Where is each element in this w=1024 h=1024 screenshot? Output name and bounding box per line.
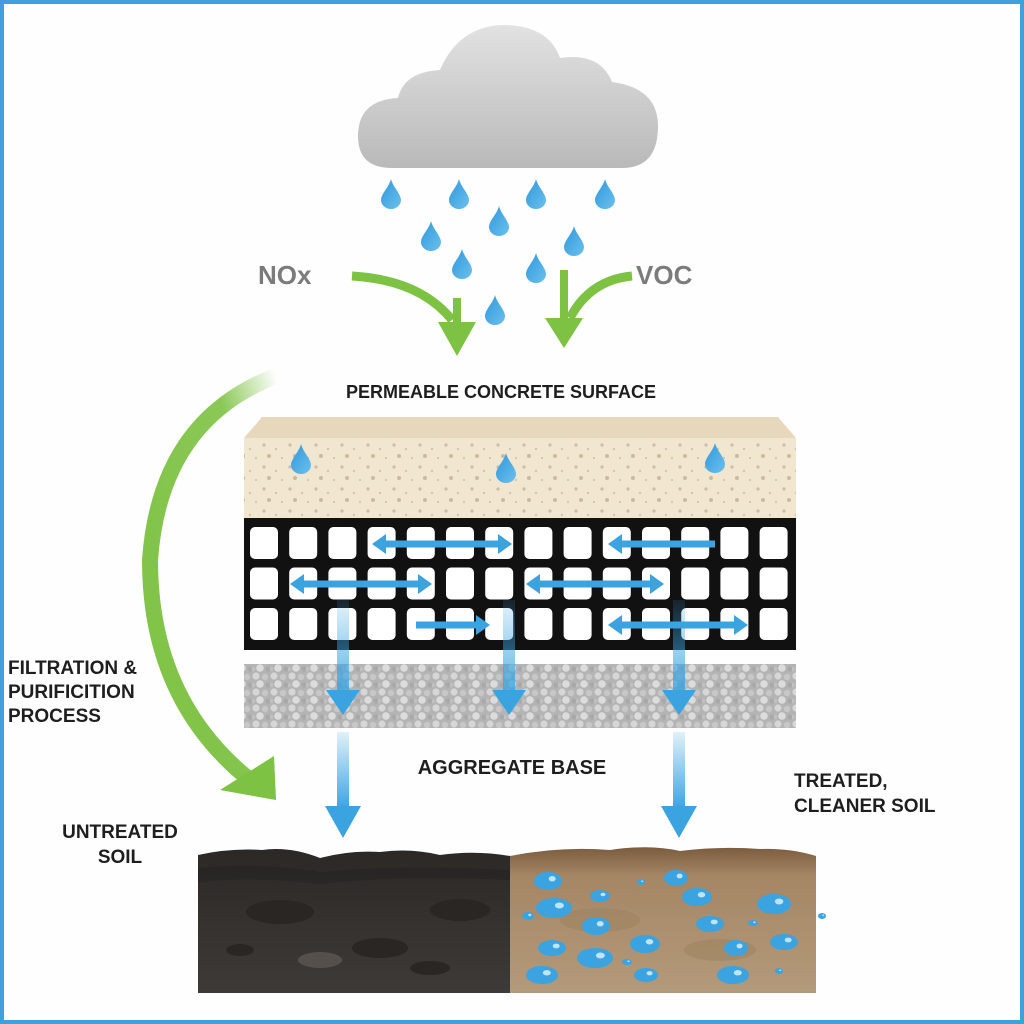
flow-arrow-icon: [372, 534, 512, 554]
flow-arrow-icon: [416, 615, 490, 635]
water-bubble: [757, 894, 791, 914]
water-drop-icon: [526, 179, 546, 209]
down-arrow-icon: [492, 600, 526, 715]
treated-soil-block: [510, 847, 826, 993]
rain-cloud-icon: [358, 24, 658, 168]
filtration-process-arrow-icon: [141, 368, 279, 800]
water-bubble: [590, 890, 610, 902]
grid-cell: [250, 608, 278, 640]
treated-label-line1: TREATED,: [794, 771, 888, 792]
grid-cell: [367, 608, 396, 640]
water-bubble: [630, 935, 660, 953]
grid-cell: [250, 527, 278, 559]
surface-label: PERMEABLE CONCRETE SURFACE: [346, 382, 656, 402]
grid-cell: [328, 527, 357, 559]
water-bubble: [534, 872, 562, 890]
water-bubble: [696, 916, 724, 932]
untreated-label-line1: UNTREATED: [62, 822, 178, 843]
flow-arrow-icon: [290, 574, 432, 594]
process-label-line3: PROCESS: [8, 706, 101, 727]
grid-cell: [250, 567, 278, 600]
water-bubble: [682, 888, 712, 906]
grid-cell: [759, 567, 788, 600]
permeable-concrete-layer: [244, 417, 796, 518]
voc-arrow-icon: [545, 270, 633, 348]
grid-cell: [485, 567, 514, 600]
water-bubble: [724, 940, 748, 956]
water-bubble: [577, 948, 613, 968]
grid-cell: [289, 527, 318, 559]
water-bubble: [622, 959, 632, 965]
grid-cell: [759, 608, 788, 640]
water-bubble: [770, 934, 798, 950]
water-bubble: [818, 913, 826, 919]
water-bubble: [634, 968, 658, 982]
untreated-label-line2: SOIL: [98, 847, 143, 868]
water-drop-icon: [526, 253, 546, 283]
water-drop-icon: [449, 179, 469, 209]
water-bubble: [538, 940, 566, 956]
water-bubble: [536, 898, 572, 918]
water-drop-icon: [564, 226, 584, 256]
grid-cell: [289, 608, 318, 640]
process-label-line2: PURIFICITION: [8, 682, 135, 703]
grid-cell: [681, 567, 710, 600]
treated-label-line2: CLEANER SOIL: [794, 796, 936, 817]
down-arrow-icon: [661, 732, 697, 838]
water-drop-icon: [485, 295, 505, 325]
water-bubbles: [522, 870, 826, 984]
down-arrow-icon: [325, 732, 361, 838]
grid-cell: [524, 608, 553, 640]
grid-cell: [524, 527, 553, 559]
water-bubble: [637, 879, 645, 885]
down-arrow-icon: [662, 600, 696, 715]
process-label-line1: FILTRATION &: [8, 658, 137, 679]
water-bubble: [522, 912, 534, 920]
water-bubble: [717, 966, 749, 984]
nox-label: NOx: [258, 260, 312, 290]
grid-cell: [446, 567, 474, 600]
flow-arrow-icon: [526, 574, 664, 594]
water-drop-icon: [489, 206, 509, 236]
vertical-flow-arrows: [325, 600, 697, 838]
water-bubble: [664, 870, 688, 886]
flow-arrow-icon: [608, 534, 715, 554]
grid-cell: [759, 527, 788, 559]
water-drop-icon: [595, 179, 615, 209]
grid-cell: [720, 567, 749, 600]
grid-cell: [563, 608, 592, 640]
porous-grid-layer: [244, 518, 796, 650]
water-bubble: [775, 968, 783, 974]
water-bubble: [526, 966, 558, 984]
grid-cell: [563, 527, 592, 559]
water-bubble: [582, 917, 610, 935]
water-bubble: [748, 920, 758, 926]
nox-arrow-icon: [351, 271, 476, 356]
grid-cell: [720, 527, 749, 559]
water-drop-icon: [381, 179, 401, 209]
water-drop-icon: [452, 249, 472, 279]
water-drop-icon: [421, 221, 441, 251]
down-arrow-icon: [326, 600, 360, 715]
untreated-soil-block: [198, 849, 510, 993]
aggregate-label: AGGREGATE BASE: [418, 757, 607, 779]
voc-label: VOC: [636, 260, 693, 290]
